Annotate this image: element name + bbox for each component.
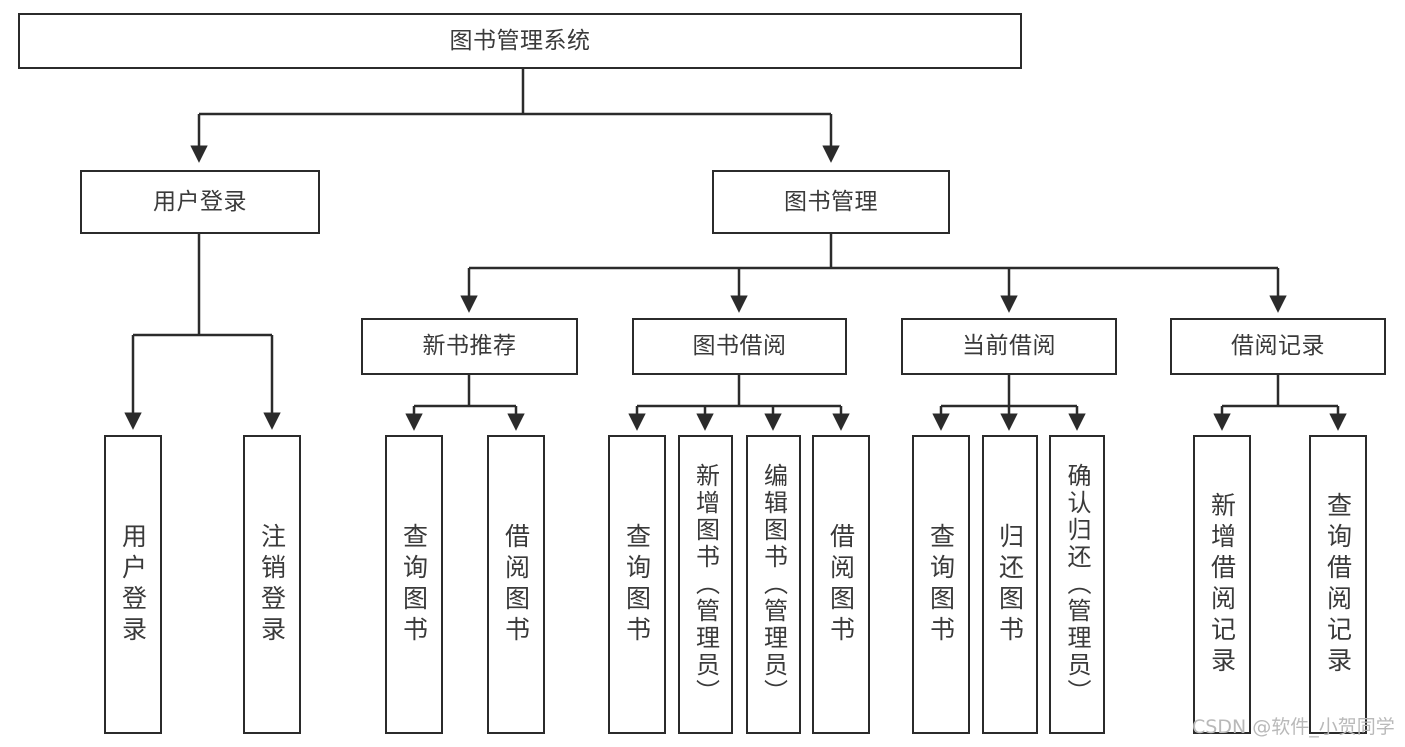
- node-leaf-borrow-book-2[interactable]: 借阅图书: [812, 435, 870, 734]
- node-leaf-return-book[interactable]: 归还图书: [982, 435, 1038, 734]
- node-leaf-query-record[interactable]: 查询借阅记录: [1309, 435, 1367, 734]
- node-leaf-query-book-1[interactable]: 查询图书: [385, 435, 443, 734]
- node-leaf-edit-book-label: 编辑图书（管理员）: [759, 463, 788, 706]
- node-leaf-query-book-2[interactable]: 查询图书: [608, 435, 666, 734]
- node-new-book-rec[interactable]: 新书推荐: [361, 318, 578, 375]
- node-leaf-borrow-book-1[interactable]: 借阅图书: [487, 435, 545, 734]
- node-leaf-confirm-return[interactable]: 确认归还（管理员）: [1049, 435, 1105, 734]
- node-leaf-query-book-2-label: 查询图书: [622, 522, 652, 647]
- node-leaf-confirm-return-label: 确认归还（管理员）: [1063, 463, 1091, 706]
- node-leaf-query-record-label: 查询借阅记录: [1323, 491, 1353, 678]
- node-new-book-rec-label: 新书推荐: [422, 333, 517, 359]
- node-user-login-label: 用户登录: [153, 188, 247, 215]
- node-leaf-add-record[interactable]: 新增借阅记录: [1193, 435, 1251, 734]
- node-leaf-borrow-book-2-label: 借阅图书: [826, 522, 856, 647]
- node-user-login[interactable]: 用户登录: [80, 170, 320, 234]
- node-leaf-add-record-label: 新增借阅记录: [1207, 491, 1237, 678]
- node-leaf-query-book-3[interactable]: 查询图书: [912, 435, 970, 734]
- node-root[interactable]: 图书管理系统: [18, 13, 1022, 69]
- node-leaf-return-book-label: 归还图书: [995, 522, 1025, 647]
- node-leaf-user-login-label: 用户登录: [118, 522, 148, 647]
- node-leaf-user-login[interactable]: 用户登录: [104, 435, 162, 734]
- node-root-label: 图书管理系统: [449, 27, 591, 54]
- node-book-borrow[interactable]: 图书借阅: [632, 318, 847, 375]
- node-leaf-logout[interactable]: 注销登录: [243, 435, 301, 734]
- node-current-borrow-label: 当前借阅: [962, 333, 1056, 359]
- csdn-watermark: CSDN @软件_小贺同学: [1192, 716, 1395, 738]
- node-leaf-logout-label: 注销登录: [257, 522, 287, 647]
- node-leaf-borrow-book-1-label: 借阅图书: [501, 522, 531, 647]
- node-book-manage[interactable]: 图书管理: [712, 170, 950, 234]
- node-borrow-record[interactable]: 借阅记录: [1170, 318, 1386, 375]
- node-leaf-query-book-1-label: 查询图书: [399, 522, 429, 647]
- node-leaf-query-book-3-label: 查询图书: [926, 522, 956, 647]
- node-book-manage-label: 图书管理: [784, 188, 878, 215]
- node-leaf-add-book-label: 新增图书（管理员）: [691, 463, 720, 706]
- node-borrow-record-label: 借阅记录: [1231, 333, 1325, 359]
- node-leaf-add-book[interactable]: 新增图书（管理员）: [678, 435, 733, 734]
- node-current-borrow[interactable]: 当前借阅: [901, 318, 1117, 375]
- node-book-borrow-label: 图书借阅: [692, 333, 787, 359]
- node-leaf-edit-book[interactable]: 编辑图书（管理员）: [746, 435, 801, 734]
